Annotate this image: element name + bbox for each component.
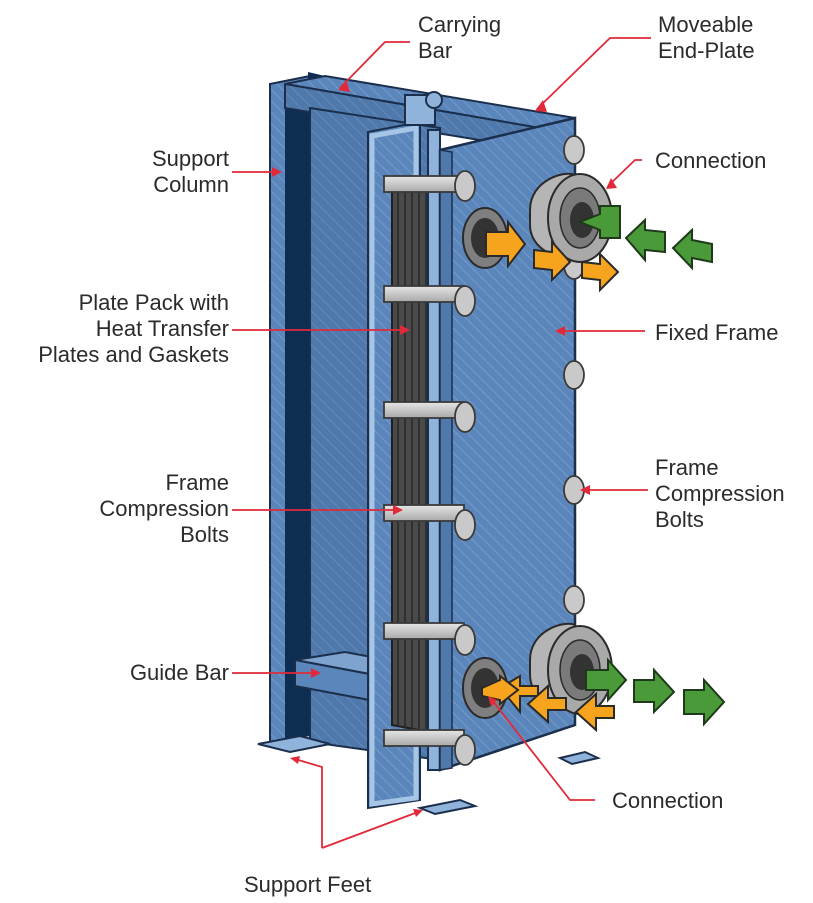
guide-bar-rod [428,130,440,770]
label-connection-bottom: Connection [612,788,723,814]
label-frame-bolts-left: FrameCompressionBolts [99,470,229,548]
label-support-column: SupportColumn [152,146,229,198]
label-fixed-frame: Fixed Frame [655,320,778,346]
label-plate-pack: Plate Pack withHeat TransferPlates and G… [38,290,229,368]
label-connection-top: Connection [655,148,766,174]
label-guide-bar: Guide Bar [130,660,229,686]
label-moveable-end-plate: MoveableEnd-Plate [658,12,755,64]
label-frame-bolts-right: FrameCompressionBolts [655,455,785,533]
label-carrying-bar: CarryingBar [418,12,501,64]
label-support-feet: Support Feet [244,872,371,898]
